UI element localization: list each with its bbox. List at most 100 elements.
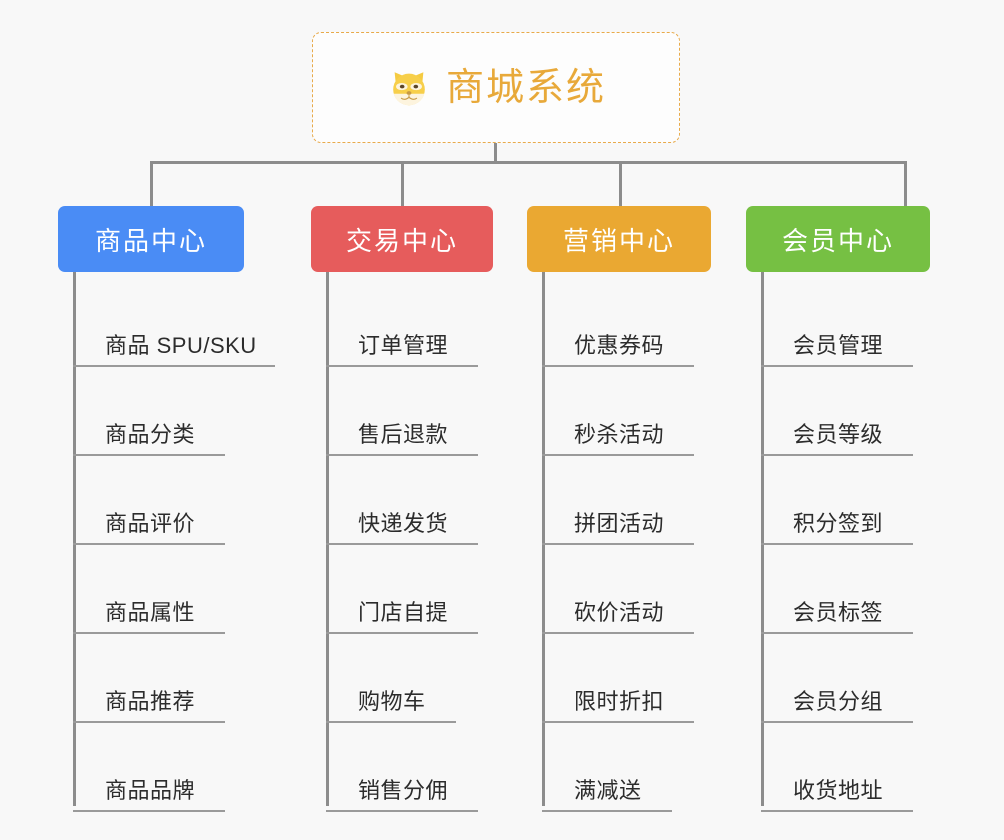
leaf-item[interactable]: 商品分类 <box>58 367 268 456</box>
leaf-item-underline <box>73 543 225 545</box>
leaf-item-underline <box>326 543 478 545</box>
leaf-list-product-center: 商品 SPU/SKU 商品分类商品评价商品属性商品推荐商品品牌 <box>58 272 275 812</box>
leaf-item[interactable]: 门店自提 <box>311 545 496 634</box>
leaf-item-label: 会员分组 <box>793 688 884 714</box>
leaf-item-underline <box>542 543 694 545</box>
leaf-item-label: 商品 SPU/SKU <box>105 332 257 358</box>
leaf-item[interactable]: 商品属性 <box>58 545 268 634</box>
leaf-item-underline <box>73 810 225 812</box>
leaf-list-marketing-center: 优惠券码秒杀活动拼团活动砍价活动限时折扣满减送 <box>527 272 712 812</box>
leaf-item[interactable]: 购物车 <box>311 634 496 723</box>
category-label: 商品中心 <box>94 225 207 256</box>
leaf-item-underline <box>761 632 913 634</box>
category-label: 会员中心 <box>781 225 894 256</box>
leaf-item[interactable]: 订单管理 <box>311 278 496 367</box>
leaf-item-underline <box>761 454 913 456</box>
branch-column-marketing-center: 营销中心优惠券码秒杀活动拼团活动砍价活动限时折扣满减送 <box>527 206 712 812</box>
connector-drop-product-center <box>150 161 153 208</box>
leaf-spine <box>73 272 76 806</box>
leaf-item-underline <box>542 810 672 812</box>
category-box-marketing-center[interactable]: 营销中心 <box>527 206 711 272</box>
leaf-item-underline <box>326 365 478 367</box>
leaf-item[interactable]: 秒杀活动 <box>527 367 712 456</box>
root-node-mall-system[interactable]: 商城系统 <box>312 32 680 143</box>
leaf-item[interactable]: 限时折扣 <box>527 634 712 723</box>
leaf-item-underline <box>326 810 478 812</box>
leaf-item-label: 会员等级 <box>793 421 884 447</box>
leaf-item-label: 限时折扣 <box>574 688 665 714</box>
leaf-item-underline <box>73 454 225 456</box>
leaf-item[interactable]: 会员分组 <box>746 634 931 723</box>
leaf-item-label: 售后退款 <box>358 421 449 447</box>
leaf-item-label: 商品品牌 <box>105 777 196 803</box>
leaf-item[interactable]: 商品 SPU/SKU <box>58 278 275 367</box>
leaf-item-underline <box>761 721 913 723</box>
leaf-item-underline <box>73 632 225 634</box>
leaf-item-label: 快递发货 <box>358 510 449 536</box>
branch-column-member-center: 会员中心会员管理会员等级积分签到会员标签会员分组收货地址 <box>746 206 931 812</box>
leaf-item-label: 门店自提 <box>358 599 449 625</box>
leaf-item-underline <box>761 810 913 812</box>
leaf-item[interactable]: 商品推荐 <box>58 634 268 723</box>
leaf-list-member-center: 会员管理会员等级积分签到会员标签会员分组收货地址 <box>746 272 931 812</box>
leaf-item-underline <box>761 543 913 545</box>
connector-drop-marketing-center <box>619 161 622 208</box>
leaf-item-label: 积分签到 <box>793 510 884 536</box>
leaf-item-underline <box>542 632 694 634</box>
leaf-item-underline <box>542 454 694 456</box>
leaf-item-underline <box>326 632 478 634</box>
leaf-item-label: 购物车 <box>358 688 426 714</box>
leaf-item-underline <box>761 365 913 367</box>
leaf-item-underline <box>326 721 456 723</box>
branch-column-trade-center: 交易中心订单管理售后退款快递发货门店自提购物车销售分佣 <box>311 206 496 812</box>
leaf-item[interactable]: 砍价活动 <box>527 545 712 634</box>
leaf-item[interactable]: 会员等级 <box>746 367 931 456</box>
leaf-item[interactable]: 满减送 <box>527 723 712 812</box>
leaf-item-underline <box>326 454 478 456</box>
category-box-trade-center[interactable]: 交易中心 <box>311 206 493 272</box>
leaf-item-label: 优惠券码 <box>574 332 665 358</box>
leaf-item-underline <box>73 365 275 367</box>
leaf-item[interactable]: 积分签到 <box>746 456 931 545</box>
connector-root-stem <box>494 143 497 164</box>
shiba-dog-face-icon <box>386 65 432 111</box>
leaf-item[interactable]: 会员标签 <box>746 545 931 634</box>
leaf-list-trade-center: 订单管理售后退款快递发货门店自提购物车销售分佣 <box>311 272 496 812</box>
leaf-item-label: 订单管理 <box>358 332 449 358</box>
leaf-item[interactable]: 拼团活动 <box>527 456 712 545</box>
connector-drop-member-center <box>904 161 907 208</box>
leaf-item[interactable]: 售后退款 <box>311 367 496 456</box>
leaf-item[interactable]: 会员管理 <box>746 278 931 367</box>
connector-horizontal-bus <box>150 161 907 164</box>
leaf-item[interactable]: 优惠券码 <box>527 278 712 367</box>
leaf-item-label: 会员管理 <box>793 332 884 358</box>
leaf-item-label: 砍价活动 <box>574 599 665 625</box>
leaf-item-label: 拼团活动 <box>574 510 665 536</box>
connector-drop-trade-center <box>401 161 404 208</box>
leaf-item-label: 商品属性 <box>105 599 196 625</box>
root-node-title: 商城系统 <box>445 66 606 109</box>
leaf-spine <box>326 272 329 806</box>
leaf-item-label: 满减送 <box>574 777 642 803</box>
leaf-item[interactable]: 收货地址 <box>746 723 931 812</box>
leaf-item-label: 商品推荐 <box>105 688 196 714</box>
leaf-item-label: 销售分佣 <box>358 777 449 803</box>
branch-column-product-center: 商品中心商品 SPU/SKU 商品分类商品评价商品属性商品推荐商品品牌 <box>58 206 275 812</box>
category-label: 交易中心 <box>345 225 458 256</box>
leaf-spine <box>542 272 545 806</box>
leaf-item[interactable]: 快递发货 <box>311 456 496 545</box>
leaf-item[interactable]: 销售分佣 <box>311 723 496 812</box>
leaf-item[interactable]: 商品品牌 <box>58 723 268 812</box>
leaf-item-label: 秒杀活动 <box>574 421 665 447</box>
category-box-member-center[interactable]: 会员中心 <box>746 206 930 272</box>
leaf-item-label: 商品分类 <box>105 421 196 447</box>
category-label: 营销中心 <box>562 225 675 256</box>
leaf-item-label: 商品评价 <box>105 510 196 536</box>
leaf-spine <box>761 272 764 806</box>
category-box-product-center[interactable]: 商品中心 <box>58 206 244 272</box>
leaf-item-underline <box>542 721 694 723</box>
leaf-item-label: 收货地址 <box>793 777 884 803</box>
leaf-item[interactable]: 商品评价 <box>58 456 268 545</box>
leaf-item-underline <box>73 721 225 723</box>
